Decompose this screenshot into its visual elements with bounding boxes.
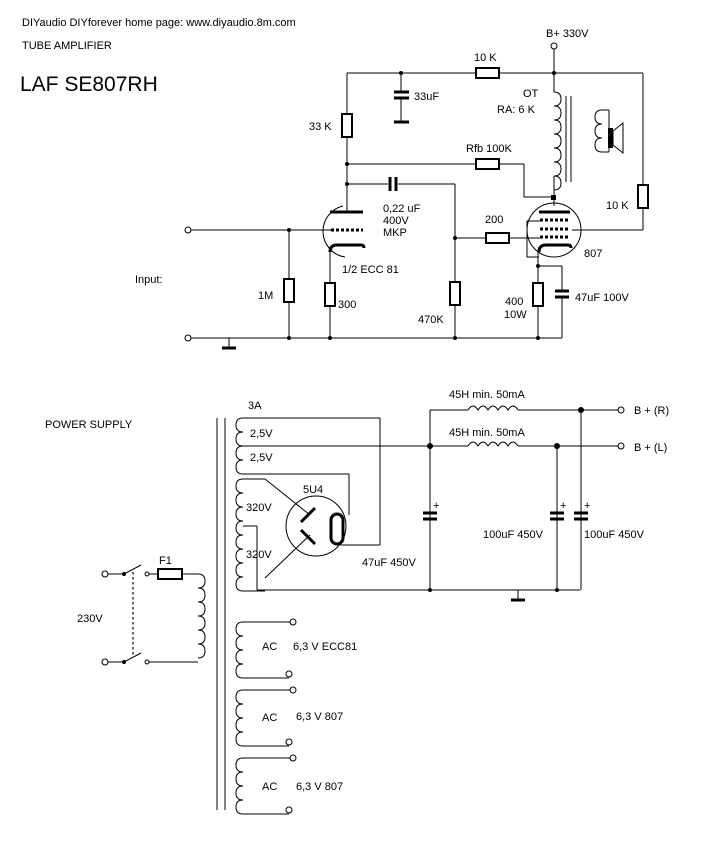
rfb-label: Rfb 100K [466,143,513,155]
heater-winding-1-label: 2,5V [250,428,273,440]
resistor-1m [283,278,295,303]
choke-left [467,441,519,447]
tube-807 [526,202,582,258]
tube-807-label: 807 [584,248,602,260]
resistor-300 [324,282,336,307]
r-1m-label: 1M [258,290,273,302]
c-100uf-a-label: 100uF 450V [483,529,544,541]
r-33k-label: 33 K [309,121,332,133]
ac-winding-1 [235,618,297,679]
input-terminal-signal [184,226,192,234]
r-200-label: 200 [485,214,503,226]
fuse-label: F1 [159,555,172,567]
b-plus-label: B+ 330V [546,28,589,40]
tube-ecc81-label: 1/2 ECC 81 [342,264,399,276]
page-title: LAF SE807RH [20,73,158,96]
resistor-200 [485,232,510,244]
mains-terminal-2 [101,658,109,666]
b-plus-l-terminal [617,442,625,450]
c-47uf-450v-label: 47uF 450V [362,557,416,569]
choke-l-label: 45H min. 50mA [449,427,525,439]
ot-primary-coil [553,91,562,191]
mains-switch[interactable] [123,564,142,575]
resistor-rfb-100k [475,158,500,170]
capacitor-100uf-b [574,511,588,521]
mains-terminal-1 [101,570,109,578]
r-10k-top-label: 10 K [474,52,497,64]
ac-winding-2-value: 6,3 V 807 [296,711,343,723]
ac-winding-2 [235,686,297,747]
ac-winding-3 [235,754,297,815]
b-plus-r-terminal [617,406,625,414]
c-coupling-voltage: 400V [383,215,409,227]
speaker-icon [608,128,613,148]
c-coupling-value: 0,22 uF [383,203,421,215]
c-47uf-100v-label: 47uF 100V [575,292,629,304]
capacitor-100uf-a [550,511,564,521]
r-470k-label: 470K [418,314,444,326]
r-10k-side-label: 10 K [606,200,629,212]
choke-right [467,405,519,411]
capacitor-33uf [394,73,409,124]
primary-winding [197,573,206,659]
c-coupling-type: MKP [383,227,407,239]
hv-winding-1-label: 320V [246,502,272,514]
ac-winding-1-type: AC [262,641,277,653]
ac-winding-3-value: 6,3 V 807 [296,781,343,793]
fuse-f1 [157,568,183,580]
resistor-470k [449,281,461,306]
c-100uf-b-label: 100uF 450V [584,529,645,541]
credit-text: DIYaudio DIYforever home page: www.diyau… [22,17,296,29]
choke-r-label: 45H min. 50mA [449,389,525,401]
b-plus-terminal [550,42,558,50]
r-300-label: 300 [338,299,356,311]
ac-winding-1-value: 6,3 V ECC81 [293,641,357,653]
plus-sign: + [560,500,566,512]
heater-winding-2-label: 2,5V [250,452,273,464]
resistor-33k [341,113,353,138]
ac-winding-3-type: AC [262,781,277,793]
hv-winding-2-label: 320V [246,549,272,561]
input-terminal-ground [184,334,192,342]
b-plus-l-label: B + (L) [634,442,667,454]
mains-voltage-label: 230V [77,613,103,625]
hv-winding-320v [235,478,265,592]
resistor-400-10w [532,282,544,307]
b-plus-r-label: B + (R) [634,405,669,417]
ra-label: RA: 6 K [497,104,536,116]
ac-winding-2-type: AC [262,712,277,724]
rectifier-label: 5U4 [303,484,323,496]
fuse-rating-label: 3A [248,400,262,412]
ot-secondary-coil [594,109,609,153]
plus-sign: + [584,500,590,512]
resistor-10k-screen [637,184,649,209]
resistor-10k-top [475,67,500,79]
ot-label: OT [523,88,539,100]
tube-ecc81 [322,205,366,258]
plus-sign: + [433,500,439,512]
subtitle-text: TUBE AMPLIFIER [22,40,112,52]
capacitor-47uf-450v [423,511,437,521]
r-400-value: 400 [505,296,523,308]
power-supply-label: POWER SUPPLY [45,419,133,431]
r-400-power: 10W [504,309,527,321]
input-label: Input: [135,274,163,286]
rectifier-tube-5u4 [285,495,347,557]
power-supply-circuit: POWER SUPPLY 3A 2,5V 2,5V 320V 320V 5U4 [45,389,669,815]
c-33uf-label: 33uF [414,91,439,103]
amplifier-circuit: B+ 330V 10 K 33uF 33 K Rfb 100K [135,28,649,350]
